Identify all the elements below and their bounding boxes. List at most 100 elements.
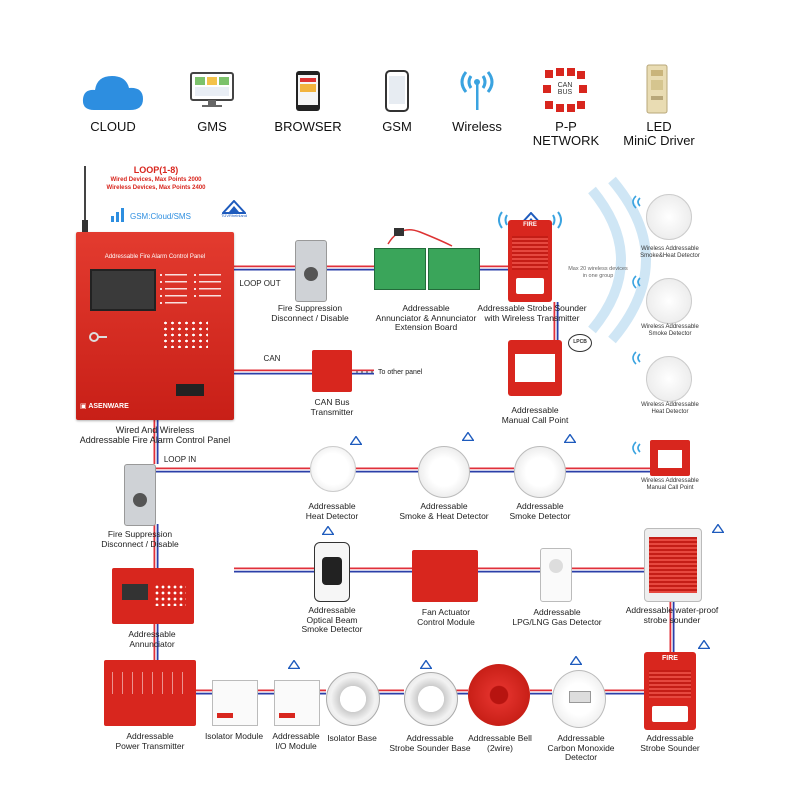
iso-base-label: Isolator Base: [327, 733, 377, 743]
wireless-note-2: in one group: [582, 273, 614, 279]
wireless-smoke-detector: [646, 278, 692, 324]
w-mcp-label-1: Wireless Addressable: [641, 478, 699, 484]
smoke-detector: [514, 446, 566, 498]
panel-printer-slot: [176, 384, 204, 396]
cloud-label: CLOUD: [90, 119, 136, 134]
network-label: NETWORK: [532, 133, 600, 148]
fire-supp-1-label-1: Fire Suppression: [277, 303, 343, 313]
p-p-label: P-P: [555, 119, 577, 134]
gsm-cloud-sms-label: GSM:Cloud/SMS: [130, 212, 191, 221]
wireless-smoke-heat-detector: [646, 194, 692, 240]
ss-base-label-1: Addressable: [406, 733, 454, 743]
gas-label-2: LPG/LNG Gas Detector: [512, 616, 602, 627]
loop-wired-limit: Wired Devices, Max Points 2000: [110, 177, 202, 183]
w-smoke-heat-label-1: Wireless Addressable: [641, 246, 699, 252]
power-label-1: Addressable: [126, 731, 174, 741]
signal-bars-icon: [111, 208, 124, 222]
gms-label: GMS: [197, 119, 227, 134]
strobe-sounder-base: [404, 672, 458, 726]
strobe-wireless-label-1: Addressable Strobe Sounder: [477, 303, 587, 313]
isolator-module: [212, 680, 258, 726]
w-heat-label-1: Wireless Addressable: [641, 402, 699, 408]
tuv-text: TÜVRheinland: [220, 213, 247, 218]
mcp-label-2: Manual Call Point: [501, 414, 569, 425]
tuv-certification-icon: [569, 652, 583, 670]
strobe-fire-text: FIRE: [523, 222, 537, 228]
tuv-certification-icon: [697, 636, 711, 654]
panel-key-icon: [89, 332, 107, 342]
tuv-certification-icon: [287, 656, 301, 674]
annunciator: [112, 568, 194, 624]
can-bus-transmitter: [312, 350, 352, 392]
power-label-2: Power Transmitter: [115, 740, 185, 751]
heat-detector: [310, 446, 356, 492]
wireless-signal-arcs: [588, 176, 651, 344]
fire-supp-1-label-2: Disconnect / Disable: [271, 312, 349, 323]
alarm-bell: [468, 664, 530, 726]
fan-actuator-module: [412, 550, 478, 602]
panel-keypad: [162, 320, 208, 348]
waterproof-label-2: strobe sounder: [643, 614, 701, 625]
manual-call-point: [508, 340, 562, 396]
panel-label-2: Addressable Fire Alarm Control Panel: [79, 435, 231, 445]
loop-in-label: LOOP IN: [163, 455, 197, 464]
annunciator-board-1: [374, 248, 426, 290]
panel-brand: ▣ ASENWARE: [80, 403, 129, 410]
beam-label-1: Addressable: [308, 605, 356, 615]
w-smoke-label-2: Smoke Detector: [648, 331, 692, 337]
can-label: CAN: [263, 354, 281, 363]
panel-screen-title: Addressable Fire Alarm Control Panel: [104, 254, 206, 260]
io-label-2: I/O Module: [275, 740, 317, 751]
fan-label-2: Control Module: [417, 616, 475, 627]
tuv-certification-icon: [563, 430, 577, 448]
tuv-certification-icon: TÜVRheinland: [220, 199, 248, 218]
w-mcp-label-2: Manual Call Point: [646, 485, 694, 491]
wireless-heat-detector: [646, 356, 692, 402]
smoke-label-2: Smoke Detector: [509, 510, 571, 521]
smoke-heat-detector: [418, 446, 470, 498]
smoke-heat-label-2: Smoke & Heat Detector: [399, 510, 489, 521]
loop-title: LOOP(1-8): [133, 165, 179, 175]
strobe-fire-text-2: FIRE: [662, 655, 678, 662]
gas-label-1: Addressable: [533, 607, 581, 617]
co-label-2: Carbon Monoxide: [547, 742, 615, 753]
smoke-heat-label-1: Addressable: [420, 501, 468, 511]
ss-base-label-2: Strobe Sounder Base: [389, 742, 471, 753]
io-module: [274, 680, 320, 726]
board-ribbon-cable: [387, 228, 453, 247]
lpcb-text: LPCB: [573, 339, 587, 345]
fan-label-1: Fan Actuator: [421, 607, 471, 617]
power-transmitter: [104, 660, 196, 726]
tuv-certification-icon: [321, 522, 335, 540]
wireless-manual-call-point: [650, 440, 690, 476]
cloud-icon: [82, 76, 143, 110]
mcp-label-1: Addressable: [511, 405, 559, 415]
waterproof-strobe-sounder: [644, 528, 702, 602]
beam-label-2: Optical Beam: [306, 614, 358, 625]
panel-lcd-screen: [90, 269, 156, 311]
fire-supp-2-label-1: Fire Suppression: [107, 529, 173, 539]
w-heat-label-2: Heat Detector: [651, 409, 689, 415]
led-driver-icon: [646, 64, 668, 114]
panel-zone-leds: [160, 274, 221, 304]
io-label-1: Addressable: [272, 731, 320, 741]
smoke-label-1: Addressable: [516, 501, 564, 511]
strobe-label-1: Addressable: [646, 733, 694, 743]
isolator-base: [326, 672, 380, 726]
loop-wireless-limit: Wireless Devices, Max Points 2400: [106, 185, 206, 191]
tuv-certification-icon: [711, 520, 725, 538]
bell-label-2: (2wire): [487, 742, 513, 753]
heat-label-2: Heat Detector: [305, 510, 359, 521]
bell-label-1: Addressable Bell: [468, 733, 532, 743]
w-smoke-heat-label-2: Smoke&Heat Detector: [640, 253, 700, 259]
co-label-3: Detector: [564, 752, 598, 762]
tuv-certification-icon: [419, 656, 433, 674]
fire-suppression-switch-2: [124, 464, 156, 526]
can-bus-network-icon: CAN BUS: [543, 68, 587, 112]
led-label: LED: [646, 119, 672, 134]
can-bus-label-2: Transmitter: [310, 406, 354, 417]
wireless-note-1: Max 20 wireless devices: [568, 266, 628, 272]
antenna-icon: [460, 71, 494, 110]
